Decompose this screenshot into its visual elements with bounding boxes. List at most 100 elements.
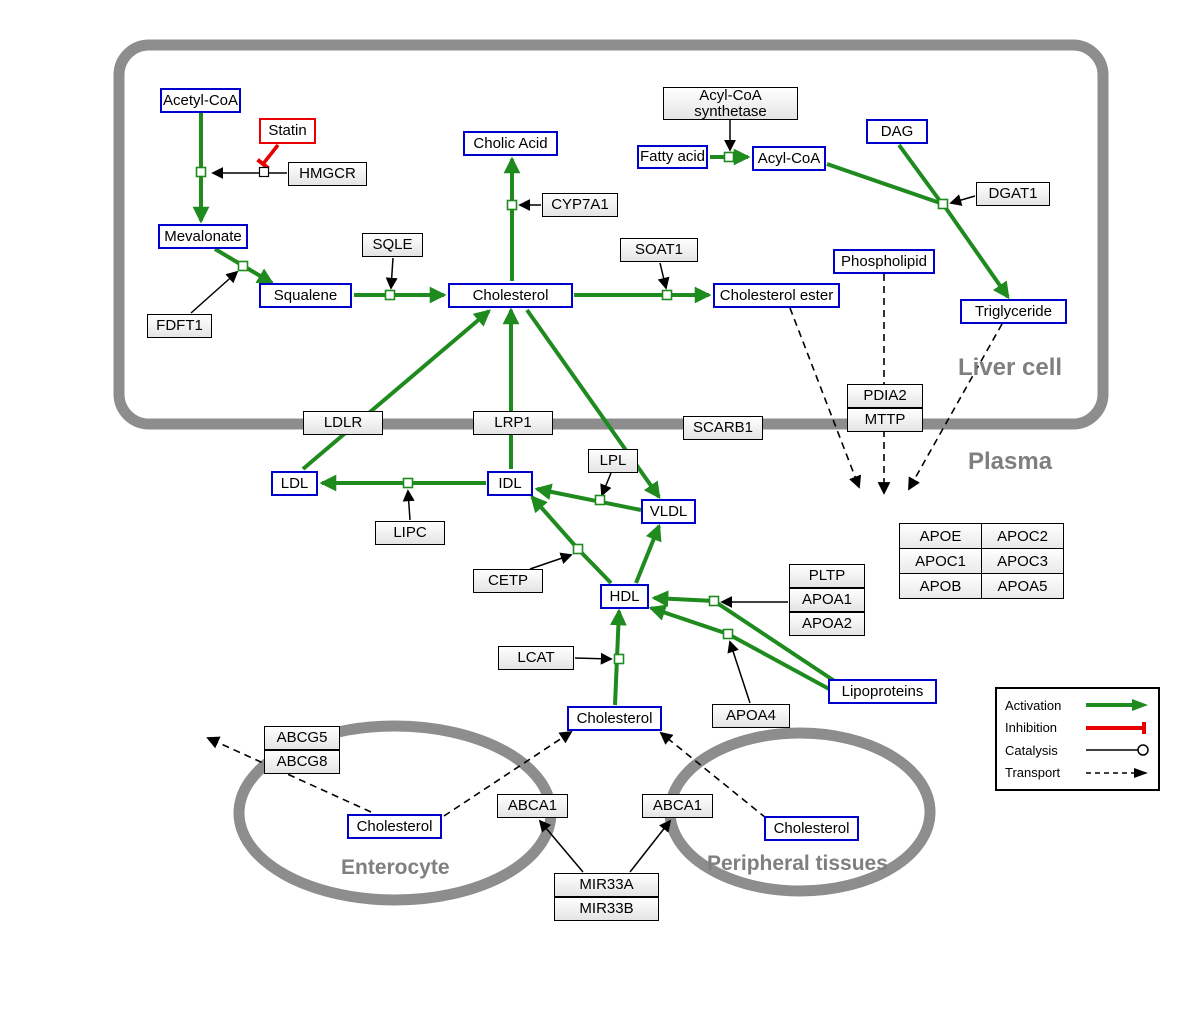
node-triglyceride[interactable]: Triglyceride bbox=[960, 299, 1067, 324]
node-vldl[interactable]: VLDL bbox=[641, 499, 696, 524]
node-phospholipid[interactable]: Phospholipid bbox=[833, 249, 935, 274]
edge-activation-14 bbox=[634, 523, 662, 584]
edge-catalysis-32 bbox=[629, 819, 672, 873]
node-mttp[interactable]: MTTP bbox=[847, 408, 923, 432]
node-sqle[interactable]: SQLE bbox=[362, 233, 423, 257]
legend-label-activation: Activation bbox=[1005, 697, 1062, 713]
reaction-anchor-7 bbox=[594, 494, 606, 506]
node-mir33b[interactable]: MIR33B bbox=[554, 897, 659, 921]
edge-catalysis-25 bbox=[600, 472, 612, 497]
node-ldl[interactable]: LDL bbox=[271, 471, 318, 496]
reaction-anchor-4 bbox=[661, 289, 673, 301]
node-abca1-enterocyte[interactable]: ABCA1 bbox=[497, 794, 568, 818]
legend-row-transport: Transport bbox=[1005, 762, 1150, 784]
legend-row-inhibition: Inhibition bbox=[1005, 717, 1150, 739]
node-lipoproteins[interactable]: Lipoproteins bbox=[828, 679, 937, 704]
legend-label-inhibition: Inhibition bbox=[1005, 720, 1058, 736]
edge-activation-plain-7 bbox=[897, 143, 942, 203]
reaction-anchor-9 bbox=[572, 543, 584, 555]
node-acyl-coa[interactable]: Acyl-CoA bbox=[752, 146, 826, 171]
node-apoa1[interactable]: APOA1 bbox=[789, 588, 865, 612]
legend: Activation Inhibition Catalysis Transpor… bbox=[995, 687, 1160, 791]
legend-row-catalysis: Catalysis bbox=[1005, 739, 1150, 761]
node-statin[interactable]: Statin bbox=[259, 118, 316, 144]
apo-table-cell-apoc1[interactable]: APOC1 bbox=[899, 548, 981, 573]
liver-cell-label: Liver cell bbox=[958, 354, 1063, 381]
reaction-anchor-5 bbox=[723, 151, 735, 163]
node-acetyl-coa[interactable]: Acetyl-CoA bbox=[160, 88, 241, 113]
inhibition-tbar-icon bbox=[1086, 721, 1146, 734]
node-cholic-acid[interactable]: Cholic Acid bbox=[463, 131, 558, 156]
reaction-anchors bbox=[195, 151, 949, 665]
node-mir33a[interactable]: MIR33A bbox=[554, 873, 659, 897]
node-cetp[interactable]: CETP bbox=[473, 569, 543, 593]
node-lipc[interactable]: LIPC bbox=[375, 521, 445, 545]
reaction-anchor-3 bbox=[506, 199, 518, 211]
reaction-anchor-12 bbox=[613, 653, 625, 665]
edge-activation-8 bbox=[301, 309, 491, 471]
catalysis-circle-icon bbox=[1086, 744, 1149, 757]
node-dgat1[interactable]: DGAT1 bbox=[976, 182, 1050, 206]
edge-catalysis-24 bbox=[949, 194, 976, 206]
plasma-label: Plasma bbox=[968, 448, 1053, 475]
node-dag[interactable]: DAG bbox=[866, 119, 928, 144]
apo-table-cell-apoa5[interactable]: APOA5 bbox=[981, 573, 1063, 598]
node-soat1[interactable]: SOAT1 bbox=[620, 238, 698, 262]
reaction-anchor-1 bbox=[237, 260, 249, 272]
node-apoa2[interactable]: APOA2 bbox=[789, 612, 865, 636]
node-fatty-acid[interactable]: Fatty acid bbox=[637, 145, 708, 169]
node-cholesterol-ester[interactable]: Cholesterol ester bbox=[713, 283, 840, 308]
node-ldlr[interactable]: LDLR bbox=[303, 411, 383, 435]
node-fdft1[interactable]: FDFT1 bbox=[147, 314, 212, 338]
edge-catalysis-26 bbox=[402, 489, 415, 521]
node-cholesterol-peripheral[interactable]: Cholesterol bbox=[764, 816, 859, 841]
edge-catalysis-28 bbox=[574, 652, 613, 665]
edge-transport-33 bbox=[789, 307, 862, 489]
node-lcat[interactable]: LCAT bbox=[498, 646, 574, 670]
node-abcg8[interactable]: ABCG8 bbox=[264, 750, 340, 774]
node-pdia2[interactable]: PDIA2 bbox=[847, 384, 923, 408]
apo-table-cell-apoc2[interactable]: APOC2 bbox=[981, 523, 1063, 548]
edge-inhibition-39 bbox=[256, 143, 280, 170]
edge-activation-11 bbox=[534, 483, 642, 512]
reaction-anchor-10 bbox=[708, 595, 720, 607]
node-apoa4[interactable]: APOA4 bbox=[712, 704, 790, 728]
edge-catalysis-22 bbox=[657, 262, 670, 290]
edge-activation-13 bbox=[530, 495, 613, 585]
node-squalene[interactable]: Squalene bbox=[259, 283, 352, 308]
node-cholesterol-plasma[interactable]: Cholesterol bbox=[567, 706, 662, 731]
reaction-anchor-6 bbox=[937, 198, 949, 210]
edge-catalysis-27 bbox=[529, 552, 573, 570]
edge-transport-37 bbox=[443, 730, 573, 817]
peripheral-tissues-label: Peripheral tissues bbox=[707, 852, 888, 875]
node-cholesterol-enterocyte[interactable]: Cholesterol bbox=[347, 814, 442, 839]
node-abcg5[interactable]: ABCG5 bbox=[264, 726, 340, 750]
node-hmgcr[interactable]: HMGCR bbox=[288, 162, 367, 186]
node-scarb1[interactable]: SCARB1 bbox=[683, 416, 763, 440]
apo-table-cell-apoc3[interactable]: APOC3 bbox=[981, 548, 1063, 573]
apo-table-cell-apoe[interactable]: APOE bbox=[899, 523, 981, 548]
node-idl[interactable]: IDL bbox=[487, 471, 533, 496]
node-pltp[interactable]: PLTP bbox=[789, 564, 865, 588]
transport-dashed-arrow-icon bbox=[1086, 767, 1148, 778]
node-abca1-peripheral[interactable]: ABCA1 bbox=[642, 794, 713, 818]
node-lpl[interactable]: LPL bbox=[588, 449, 638, 473]
edge-catalysis-20 bbox=[385, 257, 398, 290]
node-lrp1[interactable]: LRP1 bbox=[473, 411, 553, 435]
node-cholesterol-liver[interactable]: Cholesterol bbox=[448, 283, 573, 308]
node-acyl-coa-synthetase[interactable]: Acyl-CoA synthetase bbox=[663, 87, 798, 120]
legend-label-catalysis: Catalysis bbox=[1005, 742, 1058, 758]
apo-table-cell-apob[interactable]: APOB bbox=[899, 573, 981, 598]
enterocyte-label: Enterocyte bbox=[341, 856, 450, 879]
inhibition-site-square bbox=[258, 166, 270, 178]
node-mevalonate[interactable]: Mevalonate bbox=[158, 224, 248, 249]
node-hdl[interactable]: HDL bbox=[600, 584, 649, 609]
reaction-anchor-8 bbox=[402, 477, 414, 489]
reaction-anchor-11 bbox=[722, 628, 734, 640]
legend-row-activation: Activation bbox=[1005, 694, 1150, 716]
node-cyp7a1[interactable]: CYP7A1 bbox=[542, 193, 618, 217]
legend-label-transport: Transport bbox=[1005, 765, 1061, 781]
